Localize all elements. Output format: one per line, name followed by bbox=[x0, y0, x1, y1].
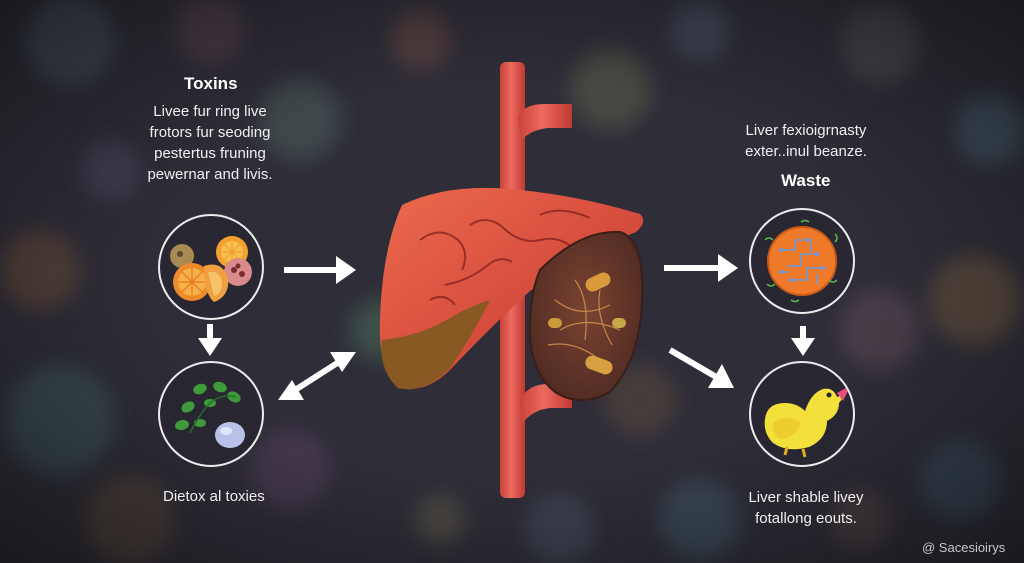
arrow-waste-to-output bbox=[791, 326, 815, 356]
watermark: @ Sacesioirys bbox=[922, 540, 1006, 555]
detox-caption: Dietox al toxies bbox=[163, 488, 265, 505]
citrus-fruits-icon bbox=[158, 214, 264, 320]
arrow-liver-to-waste bbox=[664, 254, 738, 282]
toxins-description-line: Livee fur ring live bbox=[153, 103, 267, 120]
toxins-description-line: pestertus fruning bbox=[154, 145, 266, 162]
liver-description: Liver fexioigrnasty exter..inul beanze. bbox=[716, 120, 896, 162]
toxins-description-line: frotors fur seoding bbox=[149, 124, 271, 141]
gallbladder bbox=[528, 230, 644, 401]
arrow-liver-to-output bbox=[668, 347, 734, 388]
arrow-toxins-to-liver bbox=[284, 256, 356, 284]
arrow-toxins-to-detox bbox=[198, 324, 222, 356]
liver-description-line: exter..inul beanze. bbox=[745, 143, 867, 160]
yellow-duck-icon bbox=[749, 361, 855, 467]
waste-title: Waste bbox=[781, 171, 831, 190]
arrow-liver-detox-bidirectional bbox=[278, 352, 356, 400]
output-caption: Liver shable livey fotallong eouts. bbox=[716, 487, 896, 529]
output-caption-line: Liver shable livey bbox=[748, 489, 864, 506]
circuit-orb-icon bbox=[749, 208, 855, 314]
liver bbox=[379, 187, 644, 390]
toxins-description-line: pewernar and livis. bbox=[147, 166, 273, 183]
leaves-and-seed-icon bbox=[158, 361, 264, 467]
toxins-description: Livee fur ring live frotors fur seoding … bbox=[120, 101, 300, 185]
output-caption-line: fotallong eouts. bbox=[755, 510, 857, 527]
toxins-title: Toxins bbox=[184, 74, 238, 93]
liver-description-line: Liver fexioigrnasty bbox=[745, 122, 867, 139]
